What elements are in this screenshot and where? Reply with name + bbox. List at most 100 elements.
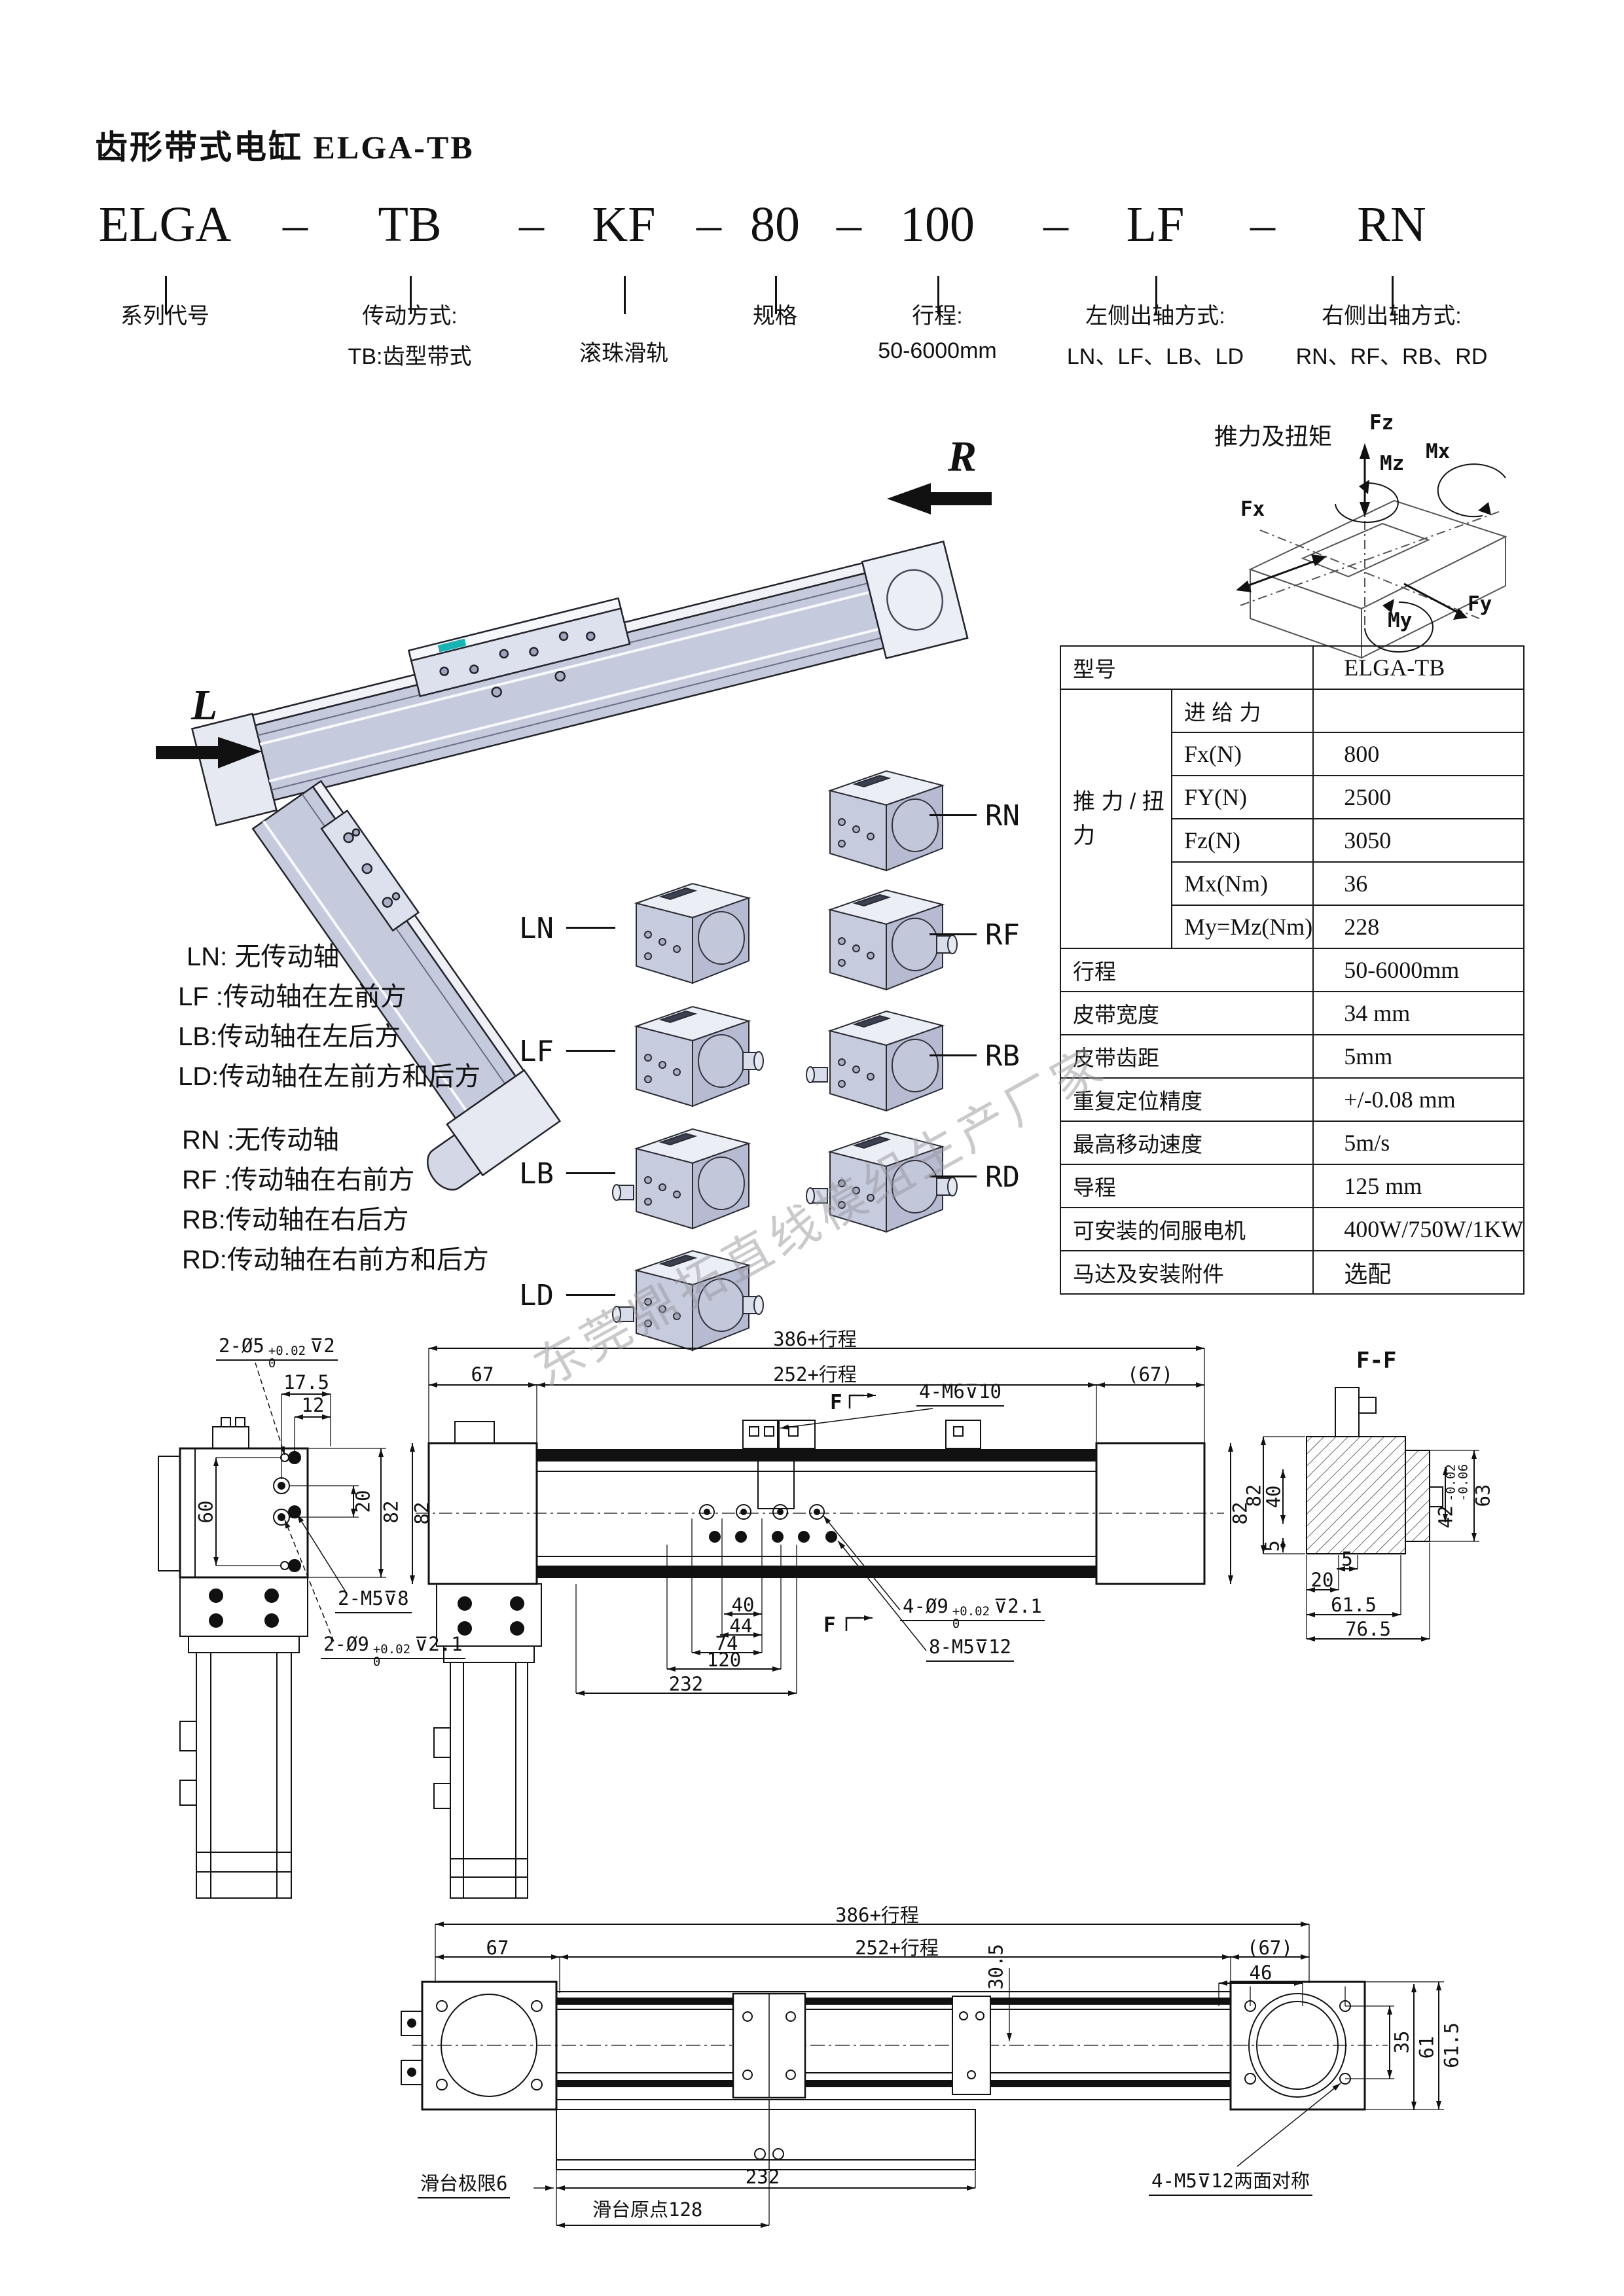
iso-r-label: R	[948, 433, 977, 480]
code-label-series: 系列代号	[120, 304, 209, 329]
tag-rd: RD	[985, 1160, 1020, 1194]
dim-ff-76-5: 76.5	[1345, 1618, 1391, 1640]
dim-ff-61-5: 61.5	[1331, 1594, 1377, 1616]
dim-120: 120	[706, 1649, 742, 1671]
dim-67: 67	[471, 1363, 494, 1386]
code-label-drive2: TB:齿型带式	[348, 344, 472, 369]
tag-dash	[566, 927, 615, 929]
dim-82-front-left: 82	[410, 1501, 433, 1525]
spec-fz-label: Fz(N)	[1170, 818, 1314, 863]
dimension-drawing-bottom	[393, 1922, 1545, 2228]
dim-2xm5: 2-M5⊽8	[335, 1587, 412, 1613]
spec-stroke-value: 50-6000mm	[1312, 948, 1525, 992]
dim-17-5: 17.5	[283, 1371, 329, 1393]
code-label-right2: RN、RF、RB、RD	[1295, 344, 1488, 369]
section-flag-f-bottom: F	[823, 1613, 836, 1637]
ff-section	[1261, 1388, 1479, 1641]
block-rn	[829, 770, 943, 871]
table-row: FY(N)2500	[1060, 775, 1525, 819]
code-label-spec: 规格	[753, 304, 797, 329]
dim-74: 74	[715, 1632, 738, 1655]
l-direction-arrow	[156, 737, 262, 768]
table-row: 型号 ELGA-TB	[1059, 645, 1525, 690]
thrust-diagram	[1236, 443, 1551, 664]
option-ln-desc: LN: 无传动轴	[187, 942, 340, 971]
spec-accessory-label: 马达及安装附件	[1059, 1250, 1314, 1295]
block-rf	[829, 889, 958, 990]
tag-rf: RF	[985, 918, 1020, 952]
bdim-30-5: 30.5	[984, 1944, 1007, 1990]
dash: –	[519, 197, 544, 252]
tag-dash	[566, 1172, 615, 1174]
table-row: 推 力 / 扭 力 进 给 力	[1060, 689, 1525, 949]
spec-max-speed-label: 最高移动速度	[1059, 1121, 1314, 1165]
tag-ln: LN	[519, 912, 554, 945]
tag-dash	[929, 1175, 977, 1177]
section-flag-f-top: F	[830, 1391, 842, 1414]
ff-section-title: F-F	[1356, 1348, 1397, 1374]
table-row: 重复定位精度+/-0.08 mm	[1059, 1077, 1525, 1122]
iso-main-rail	[187, 518, 967, 825]
dim-82-side: 82	[380, 1500, 403, 1524]
bdim-travel: 252+行程	[855, 1937, 939, 1959]
spec-motor-value: 400W/750W/1KW	[1312, 1207, 1525, 1251]
dash: –	[283, 197, 308, 252]
spec-belt-pitch-label: 皮带齿距	[1059, 1034, 1314, 1079]
dim-ff-40: 40	[1262, 1485, 1285, 1509]
code-label-rail: 滚珠滑轨	[579, 341, 668, 366]
spec-max-speed-value: 5m/s	[1312, 1121, 1525, 1165]
bdim-46: 46	[1249, 1962, 1272, 1984]
tick	[1155, 276, 1157, 314]
iso-actuator-drawing	[156, 483, 992, 936]
code-label-right: 右侧出轴方式:	[1322, 304, 1462, 329]
option-rd-desc: RD:传动轴在右前方和后方	[182, 1246, 489, 1274]
fy-axis-label: Fy	[1468, 592, 1492, 616]
model-seg-size: 80	[750, 197, 800, 252]
code-label-stroke: 行程:	[912, 304, 963, 329]
model-seg-stroke: 100	[900, 197, 975, 252]
block-ln	[636, 883, 749, 984]
fz-axis-label: Fz	[1369, 411, 1394, 435]
block-lf	[636, 1006, 764, 1107]
spec-fz-value: 3050	[1312, 818, 1525, 863]
dim-40: 40	[731, 1594, 755, 1616]
bdim-35: 35	[1390, 2030, 1413, 2054]
code-label-left: 左侧出轴方式:	[1085, 304, 1225, 329]
spec-feed-value	[1312, 689, 1525, 733]
code-label-stroke2: 50-6000mm	[878, 338, 997, 363]
table-row: Fx(N)800	[1060, 732, 1525, 776]
tick	[165, 276, 167, 314]
code-label-left2: LN、LF、LB、LD	[1066, 344, 1244, 369]
model-seg-guide: KF	[592, 197, 656, 252]
spec-stroke-label: 行程	[1059, 948, 1314, 992]
table-row: My=Mz(Nm)228	[1060, 905, 1525, 949]
dim-44: 44	[729, 1615, 753, 1637]
spec-fy-value: 2500	[1312, 775, 1525, 819]
tick	[624, 276, 626, 314]
front-view	[410, 1346, 1233, 1898]
spec-mx-label: Mx(Nm)	[1170, 861, 1314, 906]
dim-8xm5: 8-M5⊽12	[926, 1636, 1014, 1662]
table-row: 马达及安装附件选配	[1059, 1250, 1525, 1295]
spec-repeatability-label: 重复定位精度	[1059, 1077, 1314, 1122]
dim-232: 232	[668, 1673, 704, 1695]
tag-rb: RB	[985, 1039, 1020, 1073]
tag-lb: LB	[519, 1157, 554, 1191]
block-rd	[806, 1132, 958, 1232]
spec-model-value: ELGA-TB	[1312, 645, 1525, 690]
spec-table: 型号 ELGA-TB 推 力 / 扭 力 进 给 力 Fx(N)800 FY(N…	[1059, 645, 1525, 1295]
tick	[1392, 276, 1394, 314]
spec-model-label: 型号	[1059, 645, 1314, 690]
model-seg-series: ELGA	[98, 197, 232, 252]
dim-4xm6: 4-M6⊽10	[916, 1380, 1004, 1407]
table-row: Mx(Nm)36	[1060, 861, 1525, 906]
bdim-slider-origin: 滑台原点128	[592, 2198, 703, 2221]
model-seg-left-shaft: LF	[1126, 197, 1185, 252]
thrust-title: 推力及扭矩	[1214, 423, 1333, 450]
block-rb	[806, 1011, 943, 1111]
